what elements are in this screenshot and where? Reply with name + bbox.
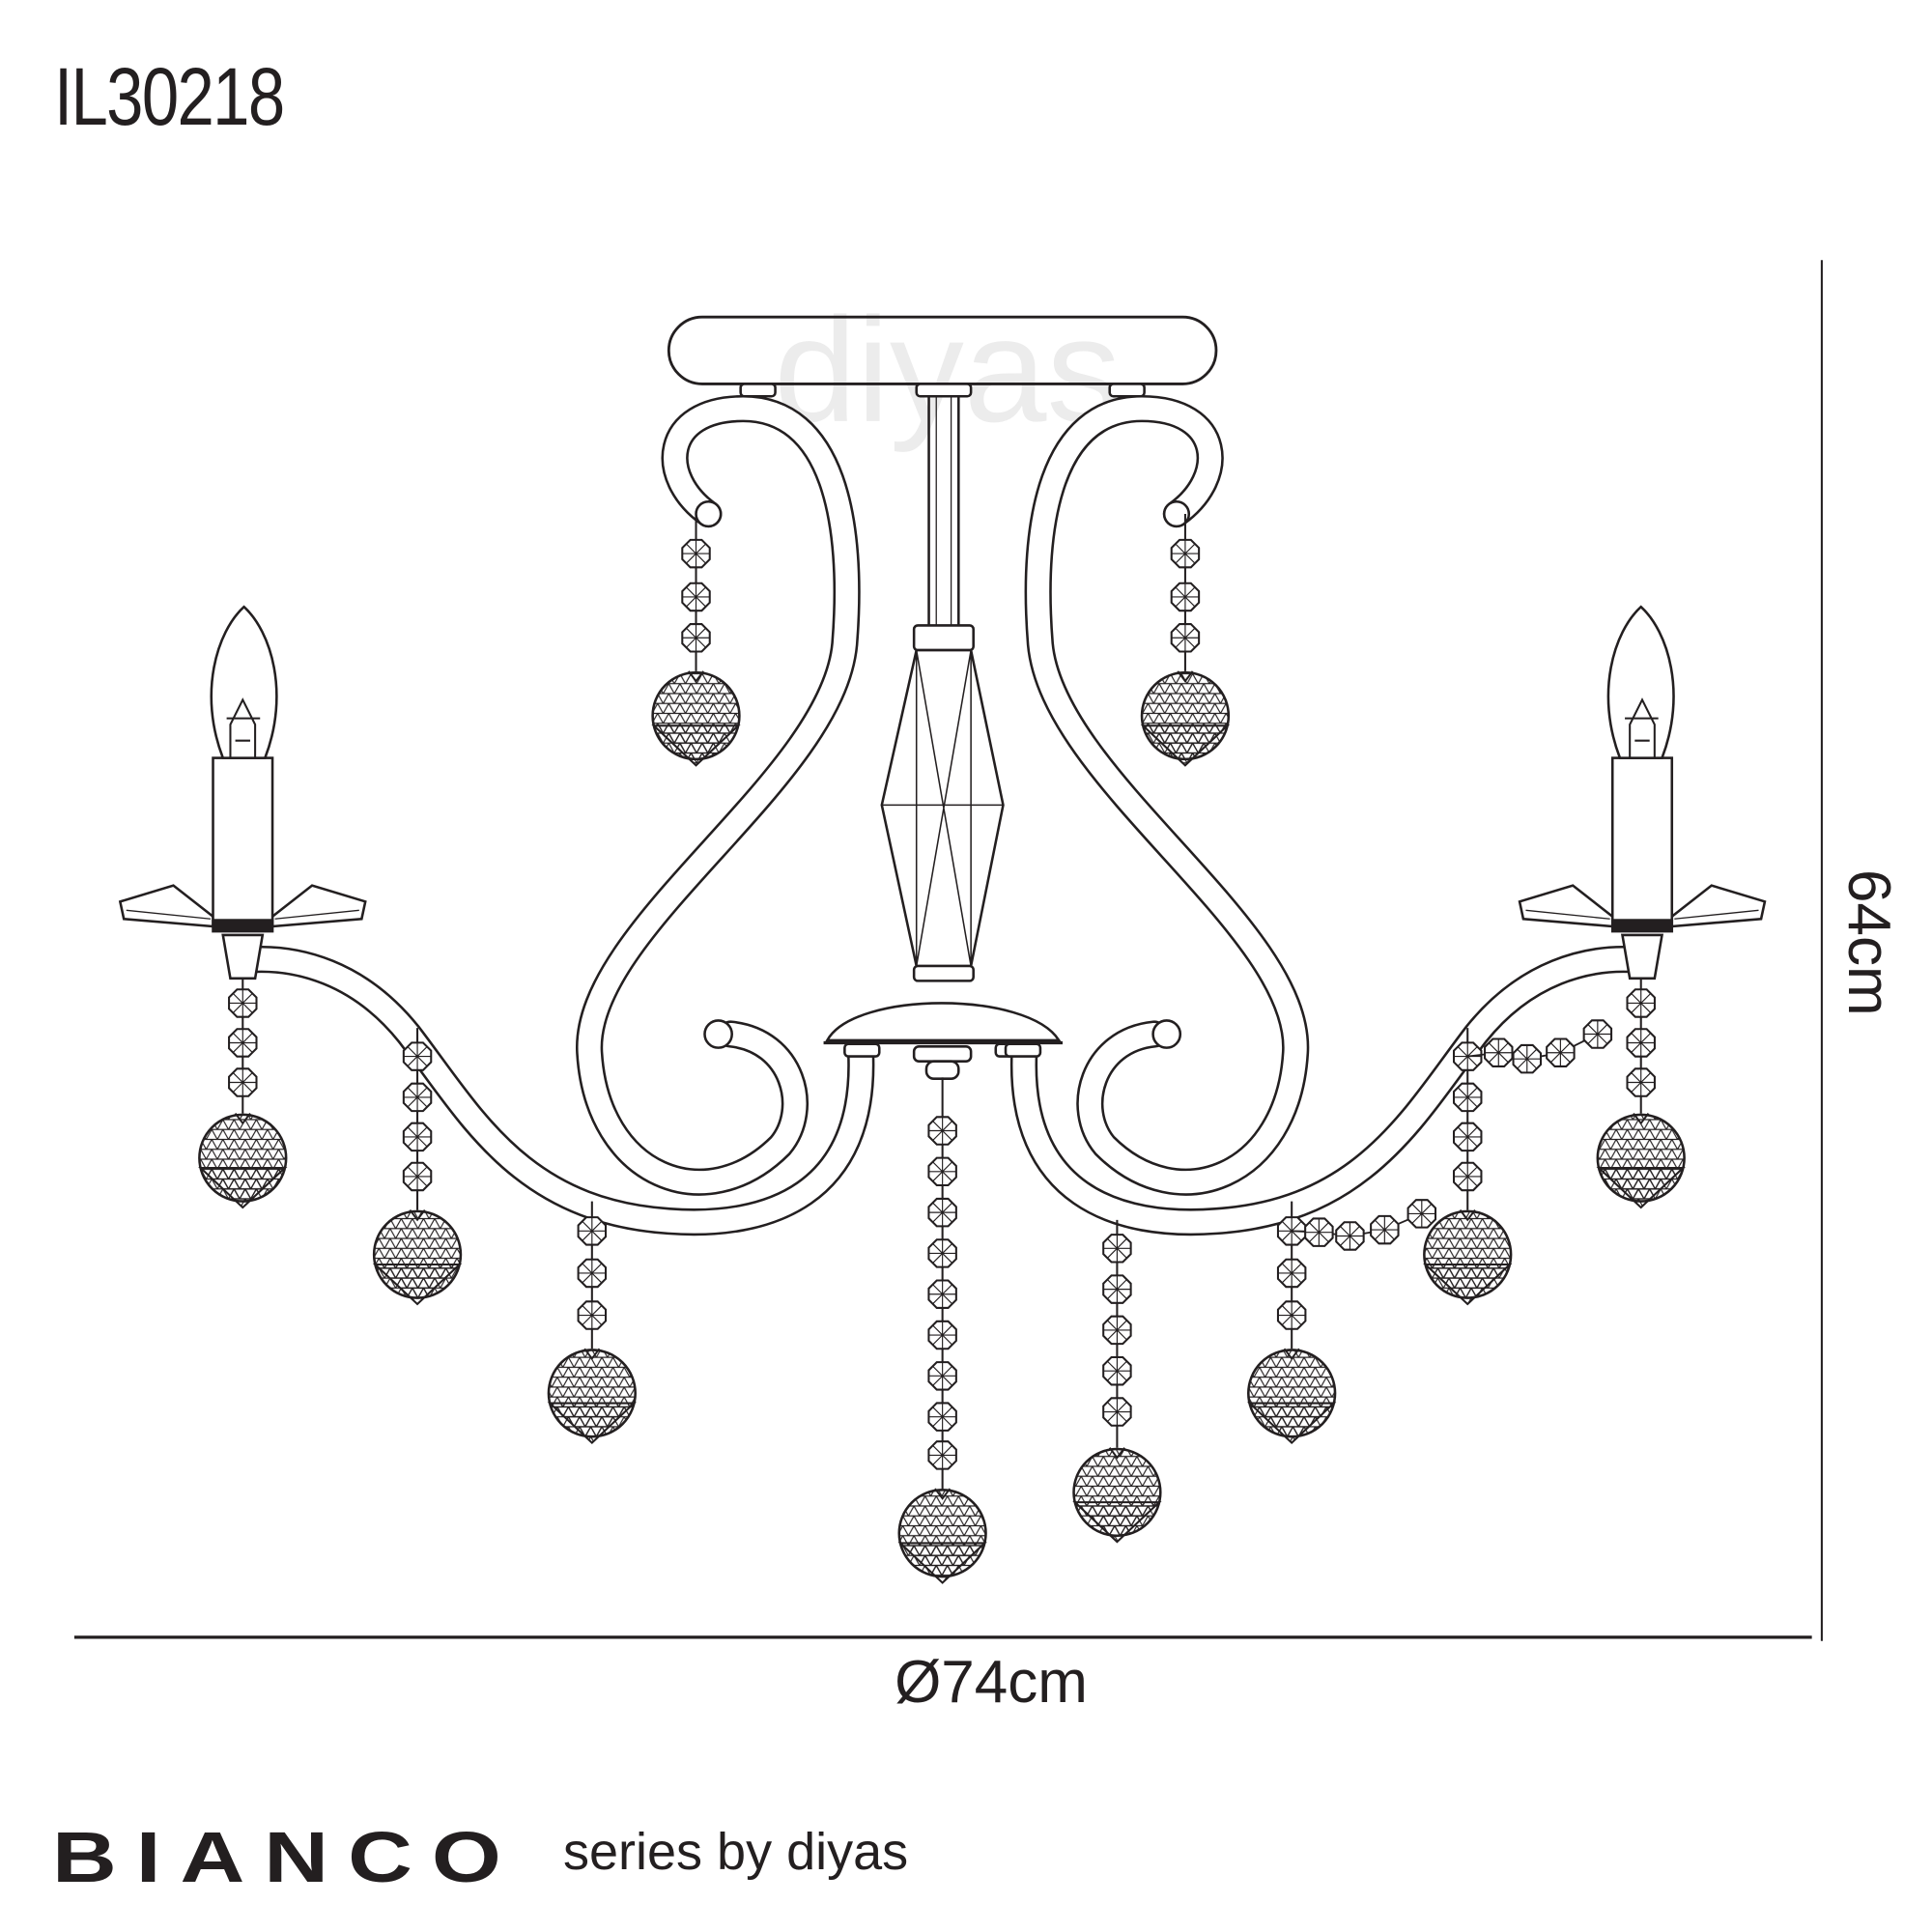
crystal-bead	[927, 1440, 957, 1470]
crystal-bead	[927, 1238, 957, 1268]
crystal-bead	[1102, 1274, 1132, 1304]
crystal-bead	[681, 538, 711, 569]
crystal-bead	[1626, 1067, 1656, 1097]
crystal-ball	[1072, 1447, 1162, 1544]
width-dimension-label: Ø74cm	[895, 1649, 1088, 1716]
crystal-bead	[1102, 1355, 1132, 1386]
crystal-bead	[1276, 1300, 1307, 1330]
crystal-ball	[1247, 1348, 1337, 1444]
crystal-bead	[1170, 623, 1201, 653]
series-byline: series by diyas	[563, 1823, 909, 1881]
crystal-bead	[927, 1116, 957, 1146]
crystal-bead	[1512, 1043, 1543, 1074]
crystal-drops	[198, 514, 1686, 1584]
crystal-bead	[1170, 582, 1201, 612]
crystal-bead	[228, 1067, 258, 1097]
crystal-bead	[1170, 538, 1201, 569]
crystal-bead	[1276, 1258, 1307, 1289]
crystal-bead	[1452, 1122, 1483, 1152]
center-stem	[823, 383, 1063, 1080]
crystal-bead	[577, 1258, 608, 1289]
upper-scroll-left	[589, 384, 847, 1181]
crystal-ball	[1423, 1208, 1513, 1306]
crystal-bead	[228, 988, 258, 1018]
crystal-ball	[547, 1348, 637, 1444]
crystal-bead	[1452, 1082, 1483, 1113]
crystal-bead	[927, 1197, 957, 1228]
crystal-bead	[402, 1041, 433, 1071]
crystal-bead	[1582, 1019, 1613, 1049]
crystal-bead	[681, 582, 711, 612]
crystal-ball	[1140, 670, 1231, 767]
crystal-bead	[927, 1402, 957, 1432]
crystal-bead	[1484, 1037, 1514, 1067]
crystal-bead	[1452, 1161, 1483, 1192]
crystal-bead	[577, 1300, 608, 1330]
crystal-bead	[1102, 1397, 1132, 1427]
crystal-ball	[651, 670, 741, 767]
dimension-lines	[73, 260, 1823, 1641]
crystal-bead	[1304, 1217, 1334, 1247]
crystal-ball	[1596, 1112, 1686, 1209]
upper-scroll-right	[1038, 384, 1296, 1181]
crystal-bead	[1546, 1037, 1576, 1067]
crystal-ball	[198, 1112, 288, 1209]
crystal-bead	[402, 1161, 433, 1192]
crystal-bead	[577, 1216, 608, 1246]
crystal-bead	[1626, 988, 1656, 1018]
watermark: diyas	[774, 287, 1121, 453]
crystal-bead	[228, 1028, 258, 1058]
crystal-bead	[1335, 1221, 1365, 1251]
height-dimension-label: 64cm	[1835, 869, 1902, 1016]
crystal-bead	[927, 1320, 957, 1350]
crystal-bead	[927, 1279, 957, 1309]
crystal-bead	[1102, 1234, 1132, 1264]
crystal-bead	[927, 1361, 957, 1391]
crystal-bead	[402, 1122, 433, 1152]
crystal-bead	[1406, 1199, 1437, 1229]
crystal-bead	[402, 1082, 433, 1113]
crystal-bead	[1626, 1028, 1656, 1058]
crystal-bead	[1370, 1214, 1400, 1245]
crystal-ball	[897, 1488, 987, 1584]
crystal-bead	[681, 623, 711, 653]
model-code: IL30218	[54, 51, 285, 142]
series-name: BIANCO	[52, 1817, 521, 1897]
crystal-ball	[372, 1208, 463, 1306]
crystal-bead	[927, 1156, 957, 1187]
crystal-bead	[1102, 1315, 1132, 1346]
